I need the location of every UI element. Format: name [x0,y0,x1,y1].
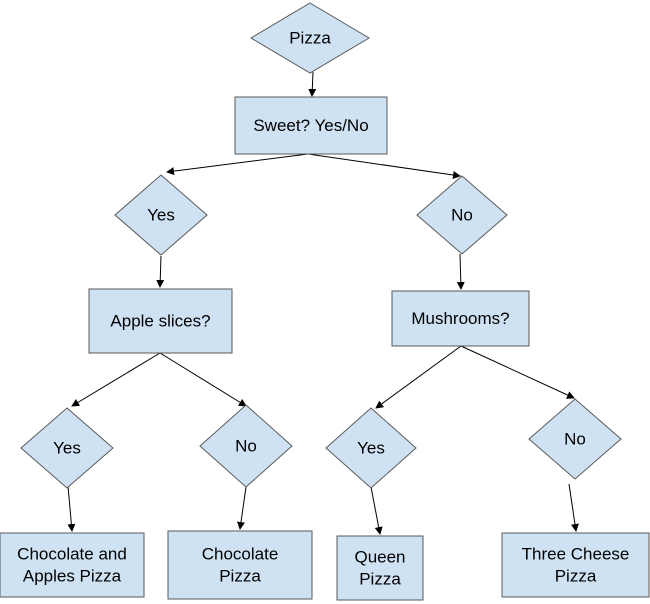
node-label: Apples Pizza [23,567,122,586]
node-label: No [235,437,257,456]
edge-no-2-to-chocolate [237,486,247,530]
node-label: Chocolate and [17,545,127,564]
process-box [336,535,424,601]
node-label: Pizza [555,567,597,586]
edge-yes-1-to-apple [156,255,165,288]
decision-diamond [199,404,293,488]
node-label: Mushrooms? [411,309,509,328]
node-label: Yes [53,439,81,458]
decision-diamond [325,407,417,489]
node-no-1: No [416,175,508,255]
edge-apple-to-no-2 [159,352,247,407]
edge-apple-to-yes-2 [71,352,161,407]
node-label: Pizza [359,570,401,589]
process-box [0,532,145,598]
node-yes-2: Yes [20,407,114,489]
node-yes-3: Yes [325,407,417,489]
node-label: Pizza [289,29,331,48]
node-no-3: No [528,398,622,480]
edge-no-3-to-three-cheese [568,483,579,532]
process-box [88,288,233,354]
edges [67,71,579,535]
node-no-2: No [199,404,293,488]
node-label: No [564,430,586,449]
node-label: Apple slices? [110,312,210,331]
process-box [391,290,530,347]
node-label: Yes [357,439,385,458]
node-label: Pizza [219,567,261,586]
node-yes-1: Yes [114,174,208,256]
edge-no-1-to-mushrooms [456,253,465,290]
edge-mushrooms-to-no-3 [460,345,575,399]
edge-yes-2-to-choc-apples [67,485,76,532]
node-apple: Apple slices? [88,288,233,354]
node-pizza: Pizza [250,2,370,74]
edge-yes-3-to-queen [370,486,383,535]
node-label: Three Cheese [522,545,630,564]
decision-diamond [250,2,370,74]
decision-diamond [20,407,114,489]
decision-diamond [528,398,622,480]
process-box [501,532,650,598]
node-mushrooms: Mushrooms? [391,290,530,347]
edge-sweet-to-no-1 [307,153,461,179]
process-box [167,530,313,600]
decision-diamond [114,174,208,256]
node-label: Queen [354,548,405,567]
node-label: Yes [147,206,175,225]
decision-diamond [416,175,508,255]
edge-pizza-to-sweet [308,71,317,97]
process-box [234,96,388,155]
node-label: Chocolate [202,545,279,564]
node-label: Sweet? Yes/No [253,116,368,135]
edge-sweet-to-yes-1 [166,153,309,176]
node-sweet: Sweet? Yes/No [234,96,388,155]
node-label: No [451,206,473,225]
edge-mushrooms-to-yes-3 [375,345,462,409]
